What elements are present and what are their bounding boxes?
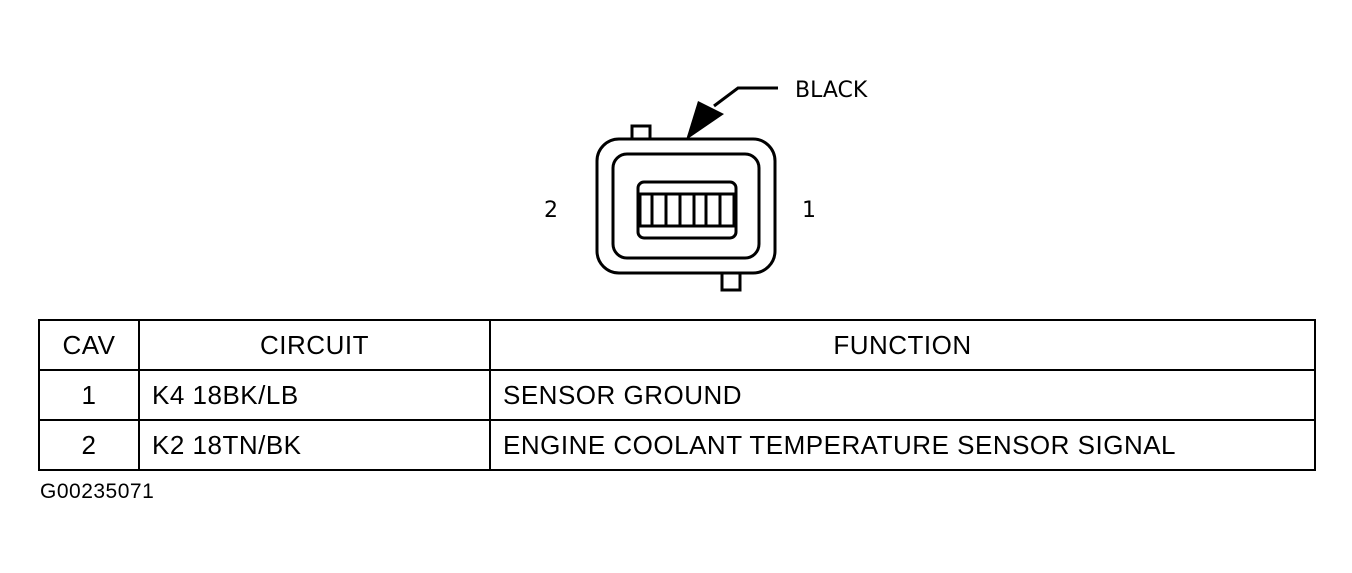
table-row: 1 K4 18BK/LB SENSOR GROUND bbox=[38, 369, 1316, 421]
terminal-cavity-2 bbox=[638, 192, 682, 228]
circuit-cell: K4 18BK/LB bbox=[138, 369, 491, 421]
table-row: 2 K2 18TN/BK ENGINE COOLANT TEMPERATURE … bbox=[38, 419, 1316, 471]
connector-diagram: BLACK 2 1 bbox=[544, 78, 868, 292]
pinout-table: CAV CIRCUIT FUNCTION 1 K4 18BK/LB SENSOR… bbox=[38, 319, 1316, 471]
leader-arrow bbox=[686, 86, 778, 140]
terminal-cavity-1 bbox=[692, 192, 736, 228]
header-function: FUNCTION bbox=[489, 319, 1316, 371]
figure-id: G00235071 bbox=[40, 480, 155, 503]
header-circuit: CIRCUIT bbox=[138, 319, 491, 371]
table-header-row: CAV CIRCUIT FUNCTION bbox=[38, 319, 1316, 371]
cavity-1-label: 1 bbox=[802, 198, 816, 223]
function-cell: SENSOR GROUND bbox=[489, 369, 1316, 421]
cav-cell: 2 bbox=[38, 419, 140, 471]
function-cell: ENGINE COOLANT TEMPERATURE SENSOR SIGNAL bbox=[489, 419, 1316, 471]
cavity-2-label: 2 bbox=[544, 198, 558, 223]
connector-housing bbox=[595, 124, 777, 292]
connector-color-label: BLACK bbox=[795, 78, 868, 103]
cav-cell: 1 bbox=[38, 369, 140, 421]
header-cav: CAV bbox=[38, 319, 140, 371]
circuit-cell: K2 18TN/BK bbox=[138, 419, 491, 471]
